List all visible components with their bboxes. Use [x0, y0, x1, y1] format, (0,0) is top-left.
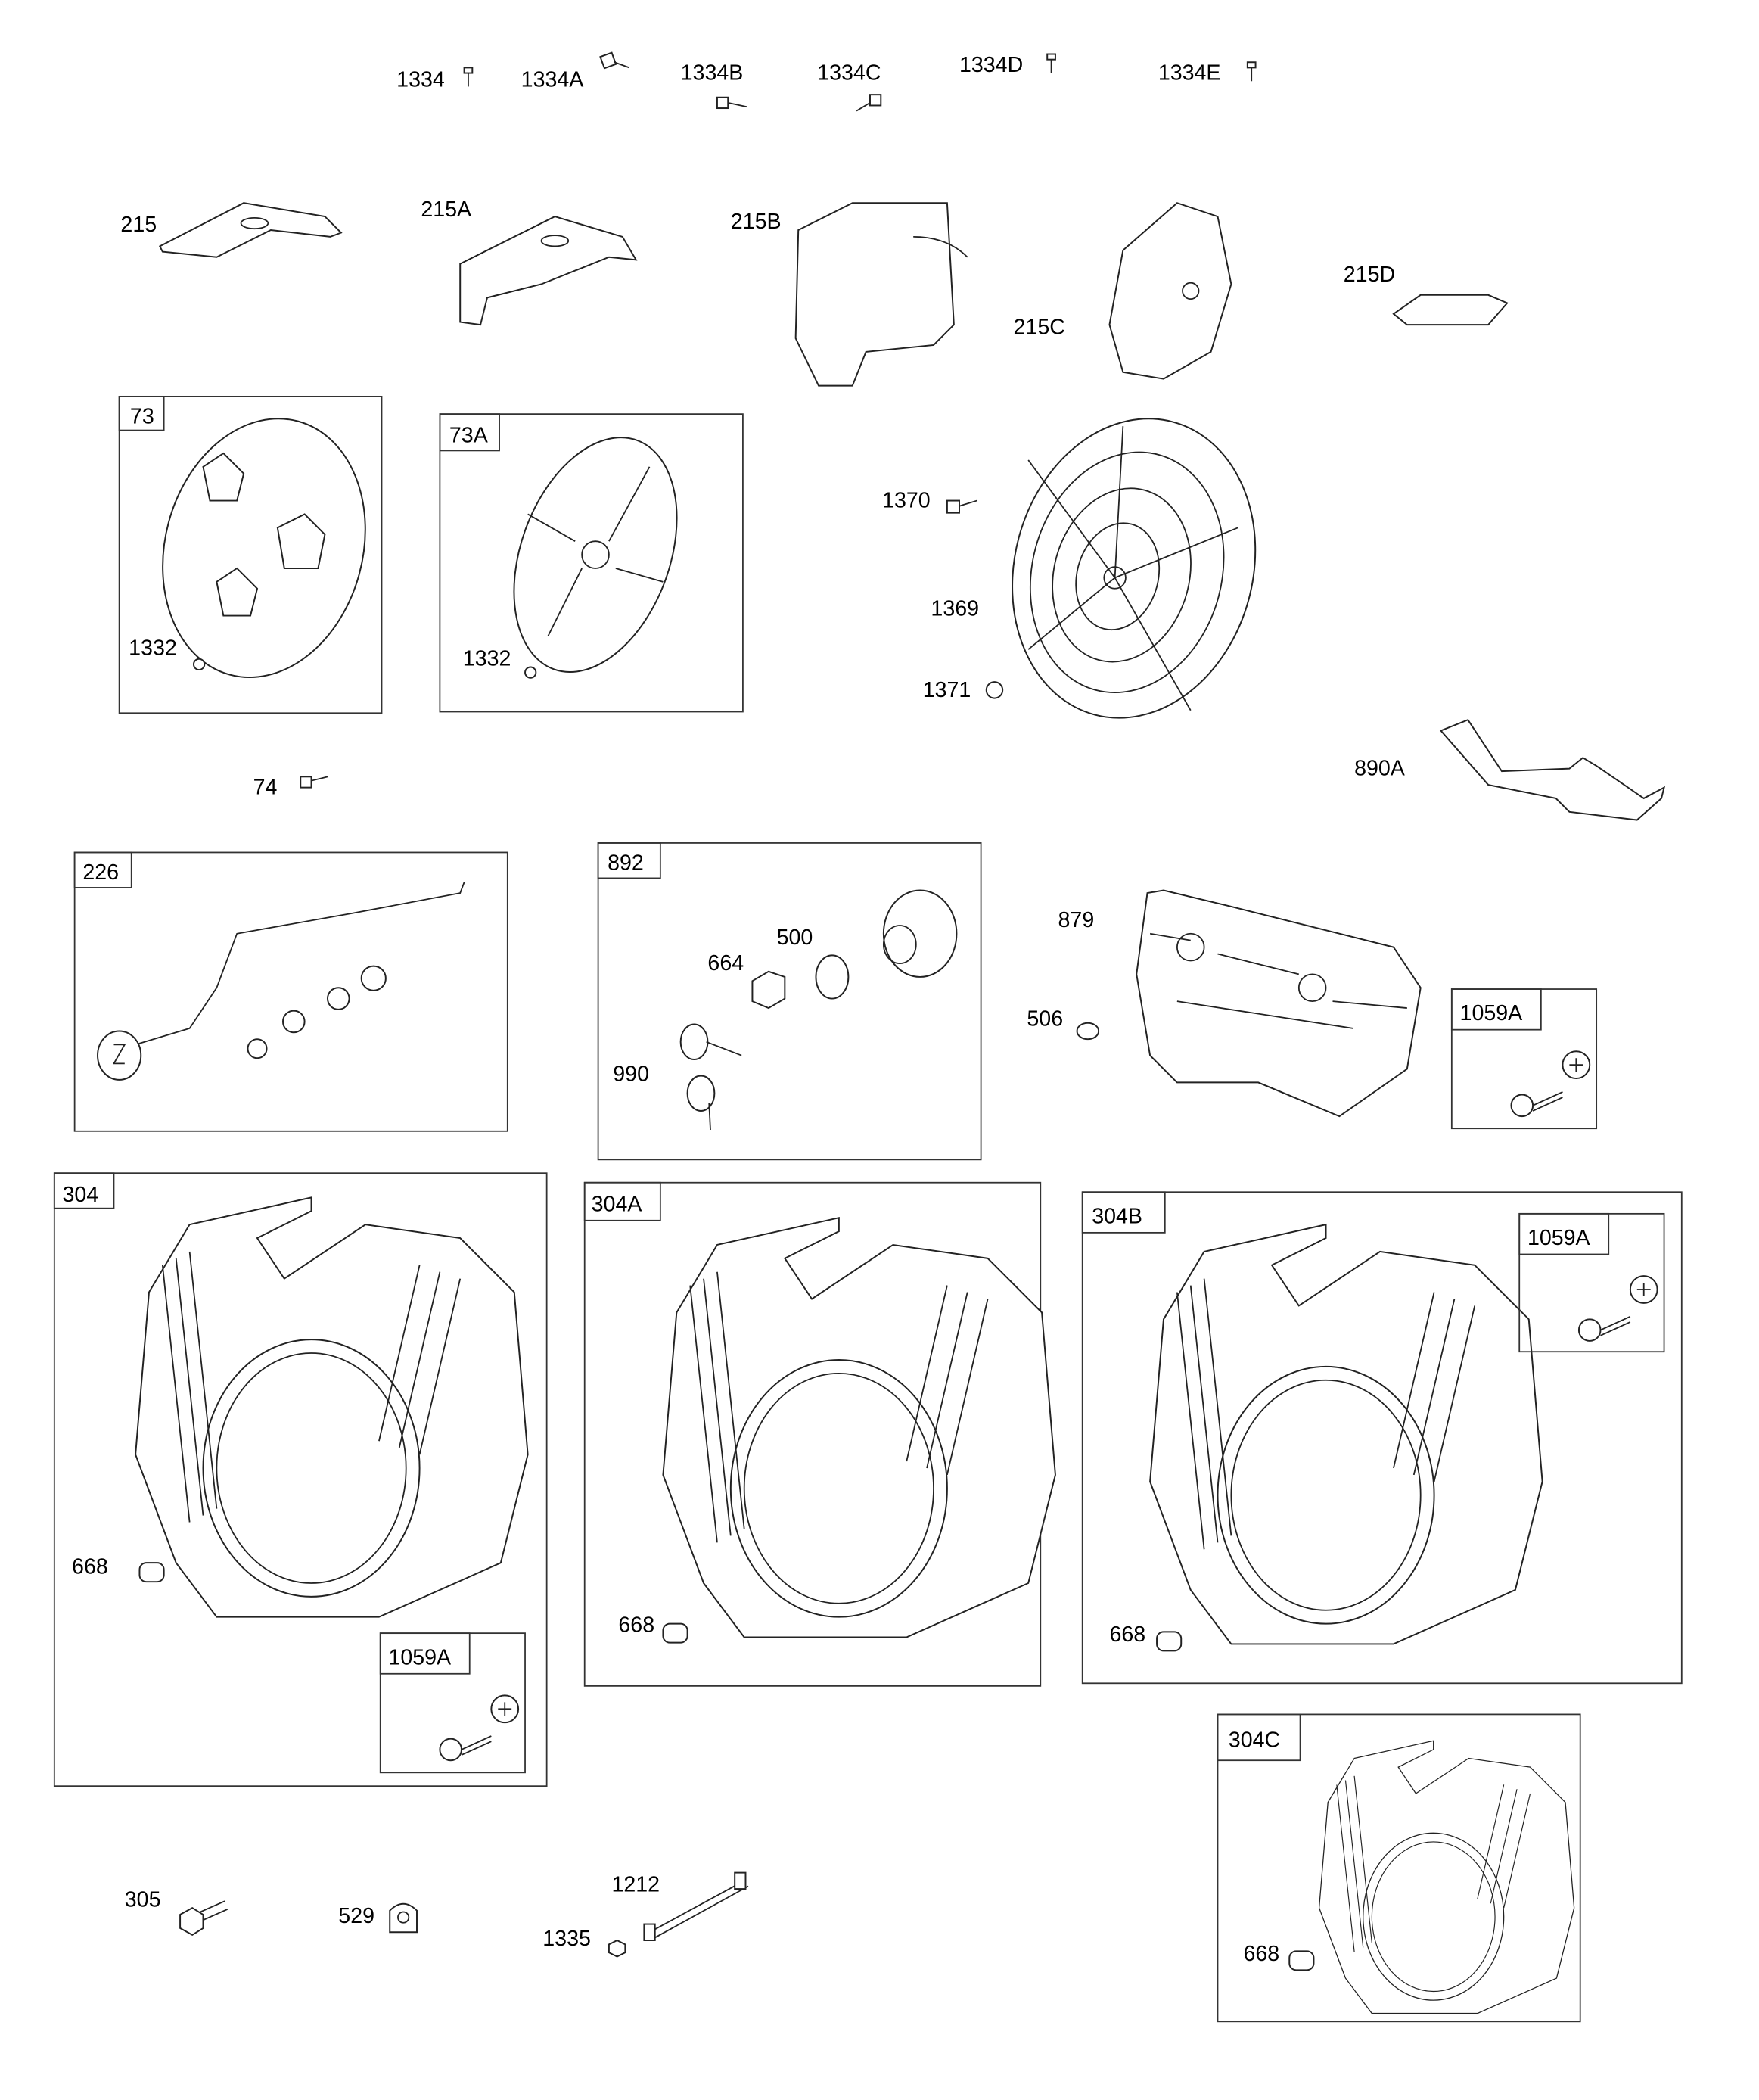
- label-1334a: 1334A: [521, 67, 585, 92]
- kit-304: 304 668 1059A: [53, 1172, 548, 1787]
- screw-1334c: 1334C: [817, 61, 882, 112]
- cover-879: 879 506: [1027, 889, 1422, 1118]
- label-668: 668: [72, 1554, 108, 1579]
- label-990: 990: [613, 1062, 649, 1087]
- label-304b: 304B: [1092, 1204, 1142, 1228]
- label-74: 74: [253, 776, 278, 800]
- screw-1334: 1334: [396, 67, 474, 92]
- label-226: 226: [82, 860, 119, 885]
- label-1334e: 1334E: [1158, 61, 1221, 85]
- label-1334c: 1334C: [817, 61, 881, 85]
- kit-1059a: 1059A: [1450, 988, 1598, 1130]
- label-668-a: 668: [618, 1613, 654, 1637]
- screw-1334b: 1334B: [681, 61, 747, 110]
- shield-215c: 215C: [1014, 202, 1232, 380]
- label-500: 500: [777, 926, 813, 950]
- label-305: 305: [125, 1887, 161, 1912]
- label-215d: 215D: [1344, 263, 1395, 287]
- label-664: 664: [707, 951, 744, 975]
- label-1059a-304: 1059A: [388, 1645, 452, 1669]
- label-73a: 73A: [449, 424, 489, 448]
- label-668-b: 668: [1109, 1622, 1145, 1647]
- label-1212: 1212: [611, 1873, 660, 1897]
- label-1334d: 1334D: [959, 53, 1023, 77]
- label-1332-a: 1332: [463, 647, 511, 671]
- bolt-305: 305: [125, 1887, 228, 1937]
- screw-1334e: 1334E: [1158, 61, 1257, 85]
- label-892: 892: [608, 851, 644, 876]
- fan-guard-1369: 1370 1369 1371: [882, 418, 1257, 719]
- label-1335: 1335: [542, 1927, 591, 1951]
- label-890a: 890A: [1354, 757, 1406, 781]
- label-215a: 215A: [421, 198, 472, 222]
- label-506: 506: [1027, 1006, 1063, 1031]
- grommet-529: 529: [338, 1902, 418, 1934]
- label-1334: 1334: [396, 67, 445, 92]
- label-215b: 215B: [731, 210, 782, 234]
- label-215: 215: [120, 213, 157, 237]
- label-879: 879: [1058, 908, 1095, 932]
- label-215c: 215C: [1014, 316, 1065, 340]
- shield-215b: 215B: [731, 202, 968, 387]
- kit-226: 226: [73, 851, 508, 1132]
- kit-304b: 304B 668 1059A: [1081, 1191, 1683, 1685]
- screw-74: 74: [253, 776, 328, 800]
- kit-892: 892 664 500 990: [597, 842, 982, 1161]
- label-1369: 1369: [931, 597, 979, 621]
- stud-1212: 1212 1335: [542, 1871, 749, 1958]
- label-304a: 304A: [592, 1192, 643, 1216]
- screw-1334d: 1334D: [959, 53, 1056, 77]
- kit-73a: 73A 1332: [439, 413, 744, 713]
- screw-1334a: 1334A: [521, 51, 630, 92]
- label-1334b: 1334B: [681, 61, 744, 85]
- bracket-890a: 890A: [1354, 719, 1666, 821]
- baffle-215a: 215A: [421, 198, 638, 326]
- label-529: 529: [338, 1904, 374, 1928]
- label-73: 73: [130, 405, 154, 429]
- label-1332: 1332: [129, 636, 177, 660]
- kit-73: 73 1332: [118, 395, 383, 714]
- kit-304a: 304A 668: [583, 1181, 1056, 1687]
- bracket-215d: 215D: [1344, 263, 1509, 326]
- label-304: 304: [63, 1183, 99, 1207]
- label-1059a-304b: 1059A: [1527, 1226, 1591, 1250]
- label-1059a: 1059A: [1460, 1001, 1524, 1025]
- baffle-215: 215: [120, 202, 343, 258]
- label-668-c: 668: [1243, 1942, 1279, 1966]
- label-1371: 1371: [923, 678, 971, 702]
- kit-304c: 304C 668: [1217, 1713, 1581, 2023]
- label-1370: 1370: [882, 489, 931, 513]
- label-304c: 304C: [1229, 1728, 1280, 1752]
